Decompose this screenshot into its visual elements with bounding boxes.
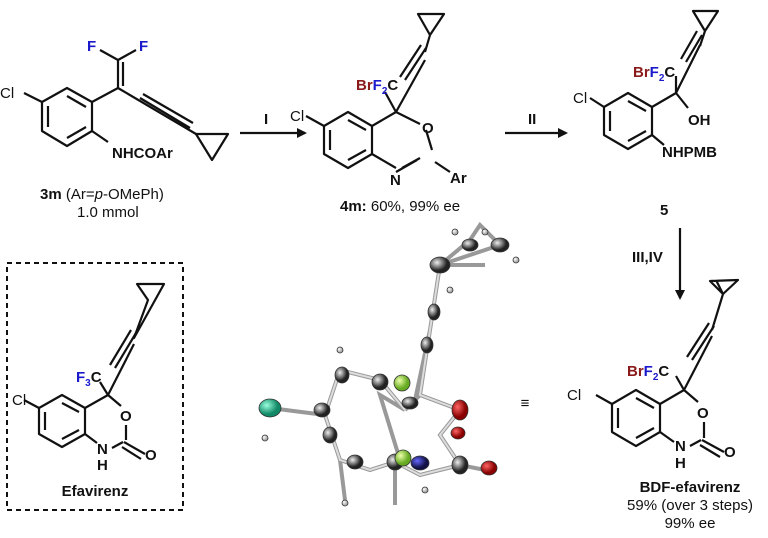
compound-3m: Cl F F NHCOAr 3m (Ar=p-OMePh) 1.0 mmol bbox=[0, 38, 230, 221]
compound-3m-caption: 3m (Ar=p-OMePh) bbox=[40, 186, 164, 203]
efavirenz-name: Efavirenz bbox=[62, 483, 129, 500]
trifluoromethyl-label: F3C bbox=[76, 369, 102, 389]
chlorine-atom bbox=[258, 398, 282, 418]
step-label-1: I bbox=[264, 111, 268, 128]
hydrogen-label: H bbox=[97, 457, 108, 474]
product-yield: 59% (over 3 steps) bbox=[627, 497, 753, 514]
oxygen-atom bbox=[451, 399, 469, 421]
nitrogen-label: N bbox=[675, 438, 686, 455]
chlorine-label: Cl bbox=[567, 387, 581, 404]
bromodifluoromethyl-label: BrF2C bbox=[627, 363, 669, 383]
compound-4m: Cl BrF2C O N Ar 4m: 60%, 99% ee bbox=[290, 12, 467, 215]
carbon-atom bbox=[461, 238, 479, 252]
step-label-2: II bbox=[528, 111, 536, 128]
nitrogen-atom bbox=[410, 455, 430, 471]
product-ee: 99% ee bbox=[665, 515, 716, 532]
oxygen-label: O bbox=[422, 120, 434, 137]
hydrogen-atom bbox=[421, 486, 429, 494]
fluorine-label: F bbox=[87, 38, 96, 55]
efavirenz-box: Cl F3C O O N H Efavirenz bbox=[6, 262, 184, 511]
carbon-atom bbox=[420, 336, 434, 354]
carbon-atom bbox=[334, 366, 350, 384]
chlorine-label: Cl bbox=[290, 108, 304, 125]
carbon-atom bbox=[429, 256, 451, 274]
carbon-atom bbox=[313, 402, 331, 418]
carbon-atom bbox=[490, 237, 510, 253]
carbon-atom bbox=[451, 455, 469, 475]
hydroxyl-label: OH bbox=[688, 112, 711, 129]
compound-5: Cl BrF2C OH NHPMB 5 bbox=[573, 9, 720, 219]
step-label-3: III,IV bbox=[632, 249, 663, 266]
amide-label: NHCOAr bbox=[112, 145, 173, 162]
carbonyl-oxygen-label: O bbox=[145, 447, 157, 464]
hydrogen-atom bbox=[512, 256, 520, 264]
compound-3m-amount: 1.0 mmol bbox=[77, 204, 139, 221]
oxygen-label: O bbox=[120, 408, 132, 425]
hydrogen-atom bbox=[336, 346, 344, 354]
hydrogen-label: H bbox=[675, 455, 686, 472]
aryl-label: Ar bbox=[450, 170, 467, 187]
compound-5-caption: 5 bbox=[660, 202, 668, 219]
bromodifluoromethyl-label: BrF2C bbox=[356, 77, 398, 97]
fluorine-atom bbox=[393, 374, 411, 392]
oxygen-label: O bbox=[697, 405, 709, 422]
carbon-atom bbox=[427, 303, 441, 321]
nitrogen-label: N bbox=[390, 172, 401, 189]
carbon-atom bbox=[371, 373, 389, 391]
fluorine-atom bbox=[394, 449, 412, 467]
compound-bdf-efavirenz: Cl BrF2C O O N H BDF-efavirenz 59% (over… bbox=[567, 278, 753, 532]
hydrogen-atom bbox=[481, 228, 489, 236]
product-name: BDF-efavirenz bbox=[640, 479, 741, 496]
nitrogen-label: N bbox=[97, 441, 108, 458]
nhpmb-label: NHPMB bbox=[662, 144, 717, 161]
compound-4m-caption: 4m: 60%, 99% ee bbox=[340, 198, 460, 215]
hydrogen-atom bbox=[261, 434, 269, 442]
carbon-atom bbox=[322, 426, 338, 444]
equivalent-symbol: ≡ bbox=[521, 395, 530, 412]
chlorine-label: Cl bbox=[0, 85, 14, 102]
carbon-atom bbox=[346, 454, 364, 470]
oxygen-atom bbox=[450, 426, 466, 440]
fluorine-label: F bbox=[139, 38, 148, 55]
chlorine-label: Cl bbox=[573, 90, 587, 107]
carbonyl-oxygen-label: O bbox=[724, 444, 736, 461]
carbon-atom bbox=[401, 396, 419, 410]
hydrogen-atom bbox=[341, 499, 349, 507]
chlorine-label: Cl bbox=[12, 392, 26, 409]
hydrogen-atom bbox=[446, 286, 454, 294]
oxygen-atom bbox=[480, 460, 498, 476]
hydrogen-atom bbox=[451, 228, 459, 236]
bromodifluoromethyl-label: BrF2C bbox=[633, 64, 675, 84]
crystal-structure bbox=[258, 221, 520, 507]
